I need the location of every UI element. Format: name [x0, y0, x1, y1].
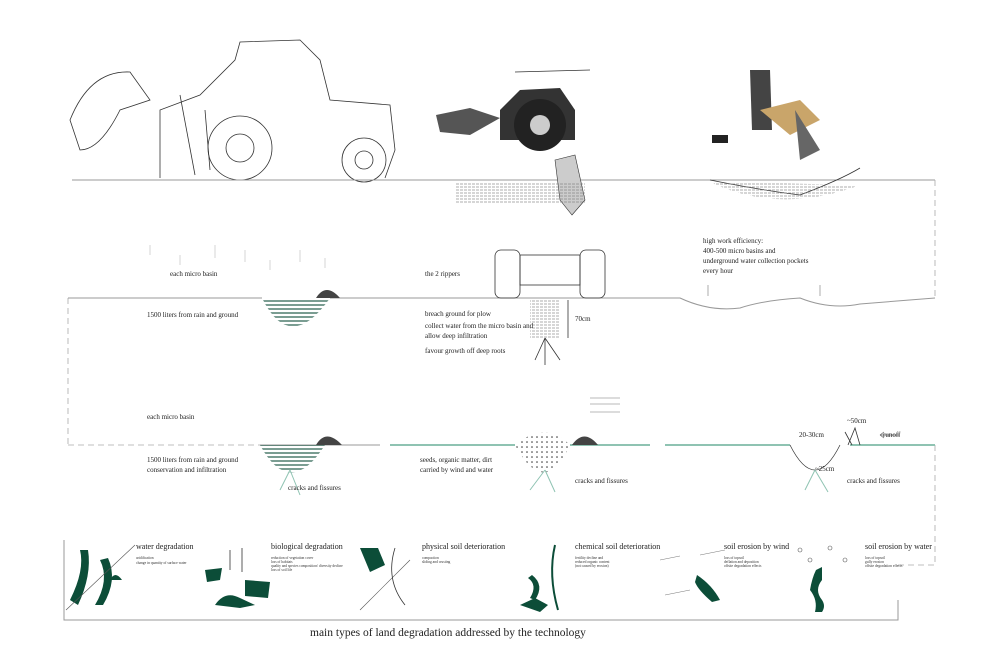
degradation-detail: reduced organic content [575, 560, 609, 564]
micro-basin-section [262, 298, 330, 327]
degradation-detail: aridification [136, 556, 154, 560]
arrows-down [707, 285, 821, 296]
label-width-top: ~50cm [847, 417, 867, 425]
degradation-detail: change in quantity of surface water [136, 561, 187, 565]
degradation-title-wind: soil erosion by wind [724, 542, 789, 551]
label-cracks-left: cracks and fissures [288, 484, 341, 492]
degradation-detail: reduction of vegetation cover [271, 556, 314, 560]
degradation-detail: (not caused by erosion) [575, 564, 609, 568]
label-seeds-a: seeds, organic matter, dirt [420, 456, 492, 464]
degradation-title-water-erosion: soil erosion by water [865, 542, 932, 551]
label-volume-b: conservation and infiltration [147, 466, 227, 474]
degradation-title-water: water degradation [136, 542, 194, 551]
degradation-detail: offsite degradation effects [724, 564, 762, 568]
degradation-detail: offsite degradation effects [865, 564, 903, 568]
efficiency-line-3: underground water collection pockets [703, 257, 809, 265]
note-roots: favour growth off deep roots [425, 347, 506, 355]
plow-photo [709, 70, 861, 196]
degradation-detail: loss of topsoil [724, 556, 744, 560]
degradation-detail: deflation and deposition [724, 560, 759, 564]
label-each-micro-basin: each micro basin [170, 270, 218, 278]
label-each-micro-basin-row3: each micro basin [147, 413, 195, 421]
note-collect-b: allow deep infiltration [425, 332, 488, 340]
icon-physical-deterioration [359, 547, 411, 611]
label-volume: 1500 liters from rain and ground [147, 311, 239, 319]
filled-basin [515, 432, 570, 473]
label-height: 20-30cm [799, 431, 824, 439]
label-seeds-b: carried by wind and water [420, 466, 494, 474]
label-width-bottom: ~25cm [815, 465, 835, 473]
degradation-detail: compaction [422, 556, 439, 560]
soil-mound [316, 290, 340, 298]
runoff-arrow [879, 431, 900, 439]
efficiency-line-1: high work efficiency: [703, 237, 763, 245]
cracks [279, 469, 829, 496]
roots [534, 337, 561, 365]
icon-wind-erosion [659, 549, 726, 602]
connector-dashed-row3 [68, 444, 936, 535]
icon-water-erosion [797, 545, 848, 612]
connector-dashed [67, 180, 936, 445]
micro-basin-row3 [260, 445, 325, 473]
label-volume-a: 1500 liters from rain and ground [147, 456, 239, 464]
soil-mound-row3 [316, 436, 342, 445]
soil-hatch-right [710, 182, 860, 200]
degradation-title-physical: physical soil deterioration [422, 542, 505, 551]
label-cracks-mid: cracks and fissures [575, 477, 628, 485]
degradation-detail: loss of topsoil [865, 556, 885, 560]
panel-border [63, 540, 899, 621]
degradation-detail: fertility decline and [575, 556, 603, 560]
depth-label: 70cm [575, 315, 591, 323]
efficiency-line-2: 400-500 micro basins and [703, 247, 776, 255]
soil-hatch-mid [455, 182, 585, 204]
label-rippers: the 2 rippers [425, 270, 460, 278]
wind-lines [590, 397, 620, 413]
figure-caption: main types of land degradation addressed… [310, 627, 586, 639]
efficiency-line-4: every hour [703, 267, 734, 275]
note-breach: breach ground for plow [425, 310, 492, 318]
degradation-title-biological: biological degradation [271, 542, 343, 551]
degradation-detail: loss of soil life [271, 568, 293, 572]
icon-water-degradation [65, 544, 136, 611]
label-cracks-right: cracks and fissures [847, 477, 900, 485]
ground-line-row2 [68, 297, 936, 310]
degradation-detail: sliding and crusting [422, 560, 451, 564]
rain-lines [149, 245, 326, 270]
soil-mound-mid [572, 436, 598, 445]
label-runoff: runoff [883, 431, 901, 439]
icon-chemical-deterioration [520, 544, 559, 612]
plant-icon [844, 426, 861, 446]
icon-biological-degradation [205, 548, 270, 608]
degradation-title-chemical: chemical soil deterioration [575, 542, 660, 551]
tractor-large-illustration [69, 39, 396, 183]
degradation-detail: quality and species composition/ diversi… [271, 564, 343, 568]
degradation-detail: loss of habitats [271, 560, 293, 564]
note-collect-a: collect water from the micro basin and [425, 322, 534, 330]
degradation-detail: gully erosion [865, 560, 884, 564]
ripper-slot [530, 300, 560, 338]
tractor-front-illustration [494, 249, 606, 299]
